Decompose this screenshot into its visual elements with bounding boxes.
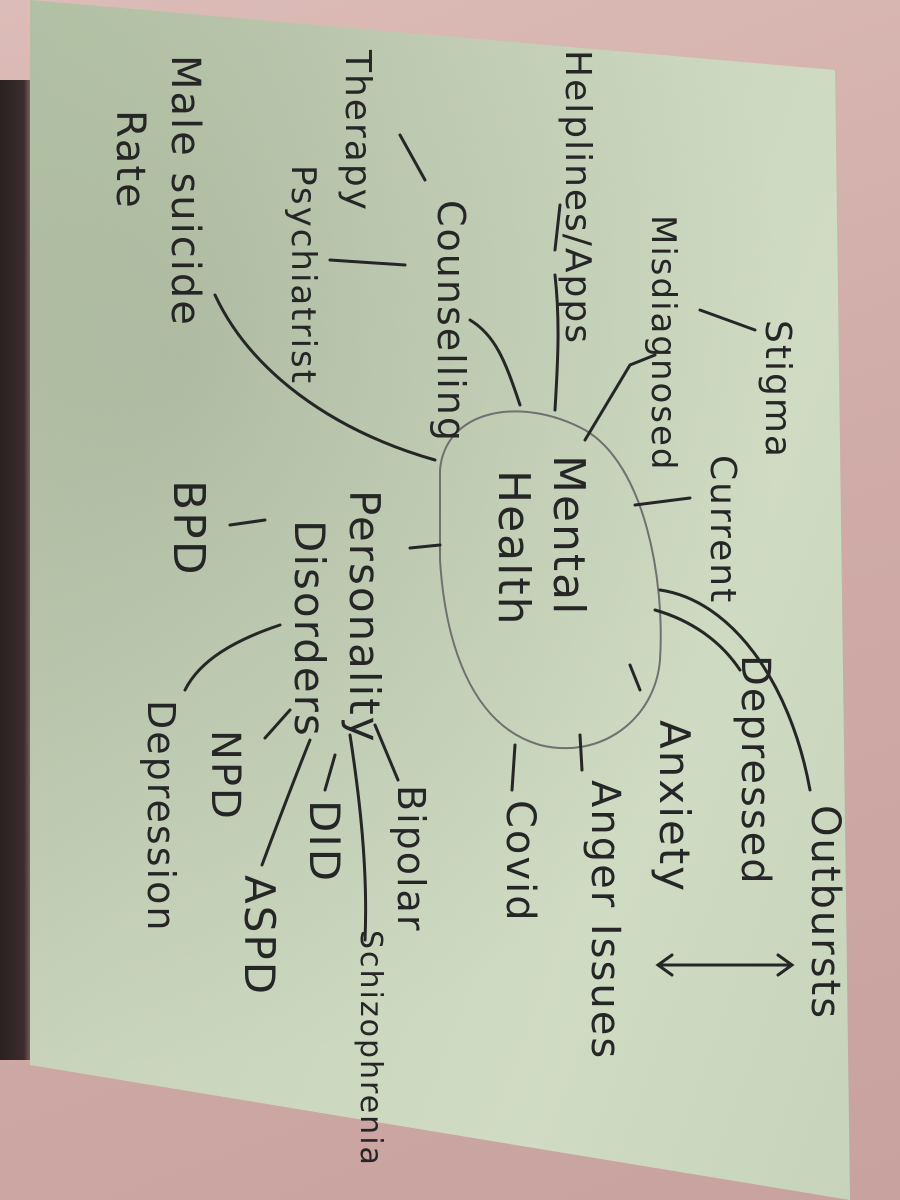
label-schizophrenia: Schizophrenia (353, 930, 388, 1167)
label-current: Current (702, 455, 743, 605)
line-helplines (553, 273, 560, 412)
line-male-suicide (213, 293, 437, 462)
label-psychiatrist: Psychiatrist (283, 165, 323, 386)
label-npd: NPD (202, 730, 248, 821)
label-disorders: Disorders (285, 520, 334, 738)
line-helplines-underline (553, 203, 562, 252)
line-depressed (653, 608, 742, 672)
line-current (633, 496, 692, 507)
line-anxiety (628, 663, 642, 692)
center-oval (439, 410, 662, 750)
label-male-suicide: Male suicide (162, 55, 208, 327)
label-outbursts: Outbursts (802, 805, 848, 1021)
line-schizophrenia (348, 733, 368, 942)
line-anger (578, 733, 584, 772)
line-did (323, 753, 337, 792)
label-bipolar: Bipolar (389, 785, 433, 933)
label-personality: Personality (340, 490, 389, 744)
line-aspd (260, 738, 312, 867)
label-rate: Rate (107, 110, 153, 210)
line-therapy-dash (398, 133, 427, 182)
line-covid (510, 743, 517, 792)
label-anxiety: Anxiety (650, 720, 699, 894)
label-depression: Depression (139, 700, 183, 933)
label-depressed: Depressed (732, 655, 778, 886)
center-title-line-1: Mental (543, 455, 594, 617)
line-misdiagnosed (583, 353, 657, 442)
line-outbursts (658, 588, 812, 792)
line-counselling (468, 318, 522, 407)
line-stigma (698, 308, 757, 332)
arrow-head-left (655, 953, 674, 977)
line-depression (183, 623, 282, 692)
label-anger-issues: Anger Issues (582, 780, 628, 1061)
line-npd (263, 708, 292, 740)
label-aspd: ASPD (235, 875, 284, 997)
label-therapy: Therapy (337, 50, 378, 212)
line-bpd-dash (228, 518, 267, 527)
label-covid: Covid (497, 800, 543, 923)
label-stigma: Stigma (757, 320, 798, 459)
line-bipolar (373, 723, 400, 782)
label-misdiagnosed: Misdiagnosed (643, 215, 683, 472)
line-psychiatrist-dash (328, 258, 407, 267)
arrow-head-right (776, 953, 795, 977)
label-did: DID (300, 800, 349, 884)
center-title-line-2: Health (488, 470, 539, 627)
label-counselling: Counselling (429, 200, 473, 444)
label-helplines-apps: Helplines/Apps (557, 50, 598, 346)
label-bpd: BPD (163, 480, 214, 577)
line-personality (408, 543, 442, 550)
